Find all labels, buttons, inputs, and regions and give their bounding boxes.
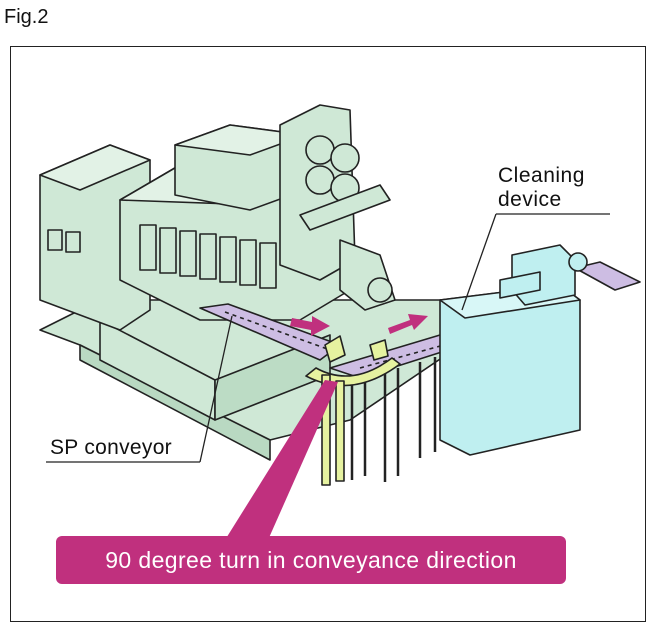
arrow-into-turn bbox=[290, 316, 330, 336]
cleaning-device bbox=[439, 244, 588, 456]
turn-unit bbox=[305, 335, 401, 486]
callout-pointer bbox=[225, 380, 338, 540]
turn-callout: 90 degree turn in conveyance direction bbox=[56, 536, 566, 584]
tool-stations bbox=[139, 224, 277, 289]
conveyor-legs bbox=[350, 357, 437, 482]
turn-callout-text: 90 degree turn in conveyance direction bbox=[105, 546, 517, 573]
direction-arrows bbox=[290, 314, 428, 336]
arrow-to-cleaning bbox=[388, 314, 428, 334]
cleaning-device-label-line1: Cleaning bbox=[498, 164, 585, 187]
figure-label: Fig.2 bbox=[4, 6, 49, 28]
figure-frame bbox=[10, 46, 646, 622]
cleaning-device-label: Cleaning device bbox=[498, 164, 585, 212]
cleaning-leader bbox=[461, 213, 497, 311]
sp-conveyor-label: SP conveyor bbox=[50, 436, 172, 459]
sp-leader bbox=[199, 315, 233, 463]
cleaning-device-label-line2: device bbox=[498, 188, 562, 211]
